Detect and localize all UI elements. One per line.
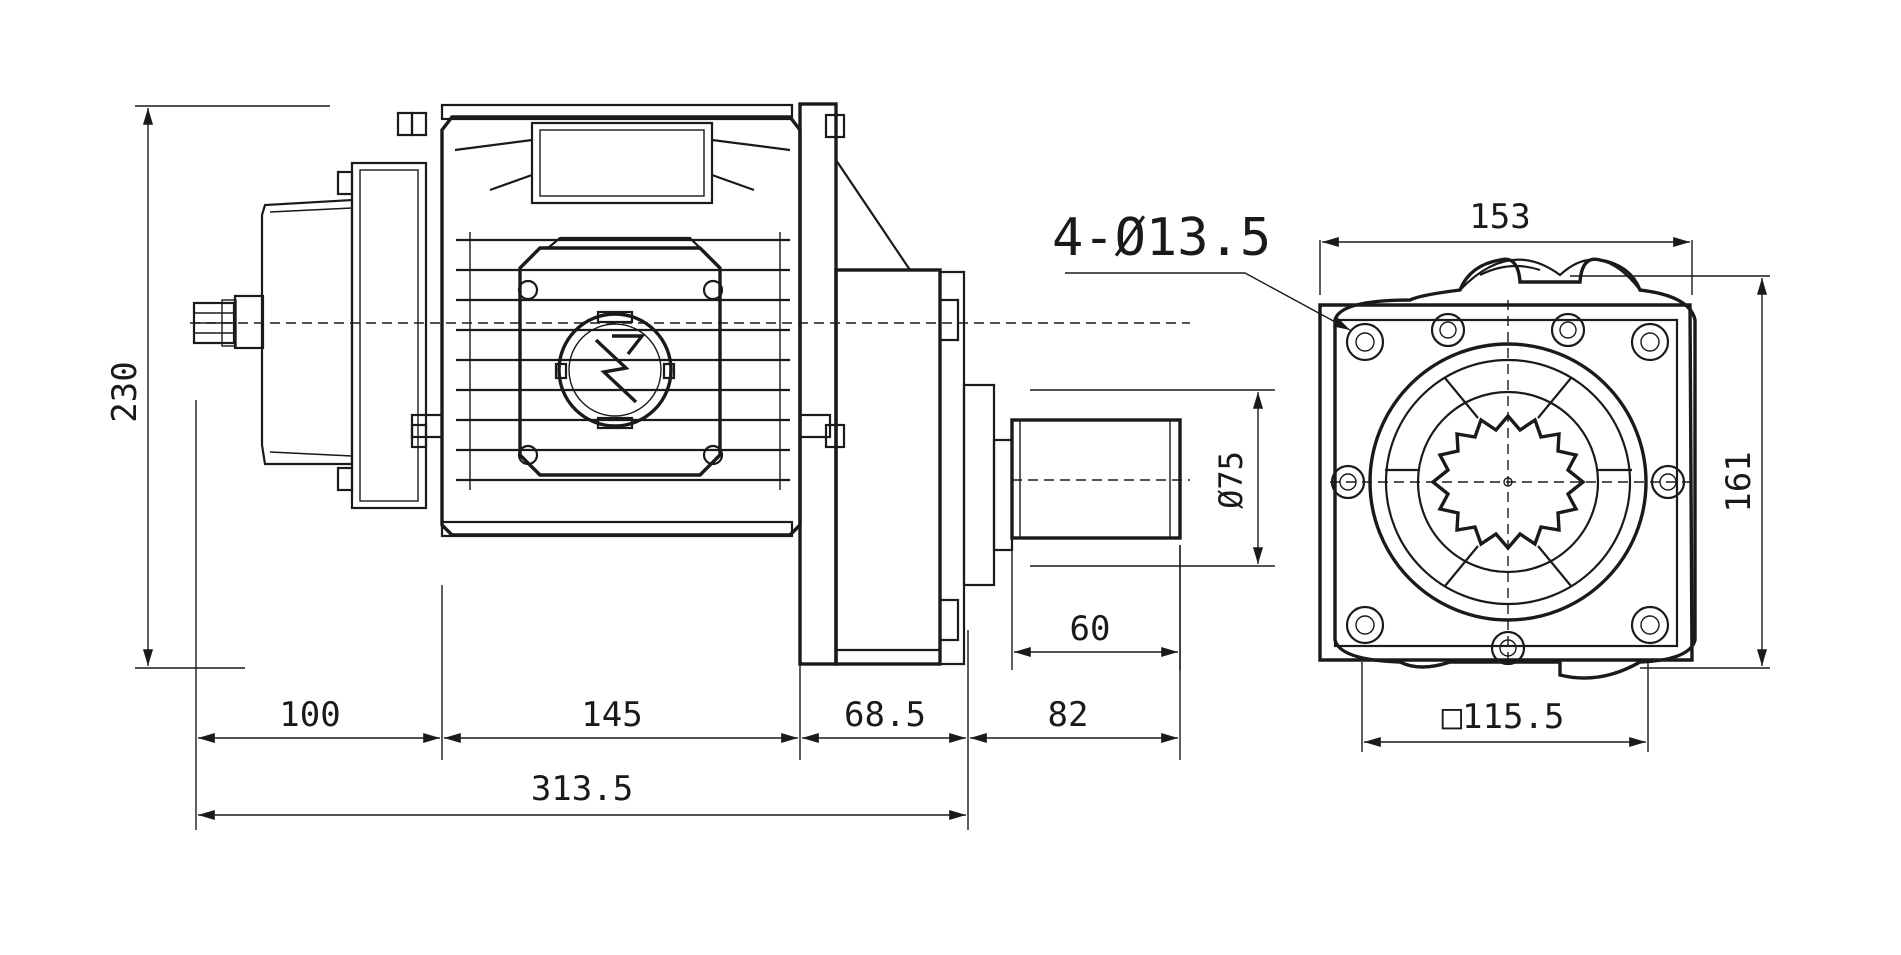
dim-gearbox-68-5: 68.5 bbox=[844, 695, 926, 735]
dim-shaft-82: 82 bbox=[1048, 695, 1089, 735]
dim-height-230: 230 bbox=[105, 361, 145, 422]
dim-motor-body-145: 145 bbox=[581, 695, 642, 735]
lightning-logo-icon bbox=[554, 310, 676, 430]
dim-total-313-5: 313.5 bbox=[531, 769, 633, 809]
flange-view bbox=[1318, 257, 1697, 680]
side-view-dimensions: 230 100 145 68.5 82 60 313.5 Ø75 bbox=[105, 105, 1275, 830]
dim-motor-cover-100: 100 bbox=[279, 695, 340, 735]
dim-flange-width-153: 153 bbox=[1469, 197, 1530, 237]
dim-hole-spec: 4-Ø13.5 bbox=[1052, 208, 1271, 268]
rear-nut bbox=[192, 294, 265, 350]
dim-shaft-diameter-75: Ø75 bbox=[1212, 451, 1250, 509]
output-shaft bbox=[1010, 418, 1182, 540]
dim-bolt-square-115-5: □115.5 bbox=[1442, 697, 1565, 737]
terminal-box bbox=[517, 236, 724, 477]
dim-spline-60: 60 bbox=[1070, 609, 1111, 649]
brake-cover bbox=[260, 111, 428, 510]
dim-flange-height-161: 161 bbox=[1719, 451, 1759, 512]
side-view bbox=[190, 102, 1190, 666]
shaft-centerline bbox=[190, 322, 1190, 481]
flange-dimensions: 4-Ø13.5 153 161 □115.5 bbox=[1052, 197, 1770, 752]
gearbox bbox=[798, 102, 1014, 666]
motor-body bbox=[410, 103, 832, 538]
